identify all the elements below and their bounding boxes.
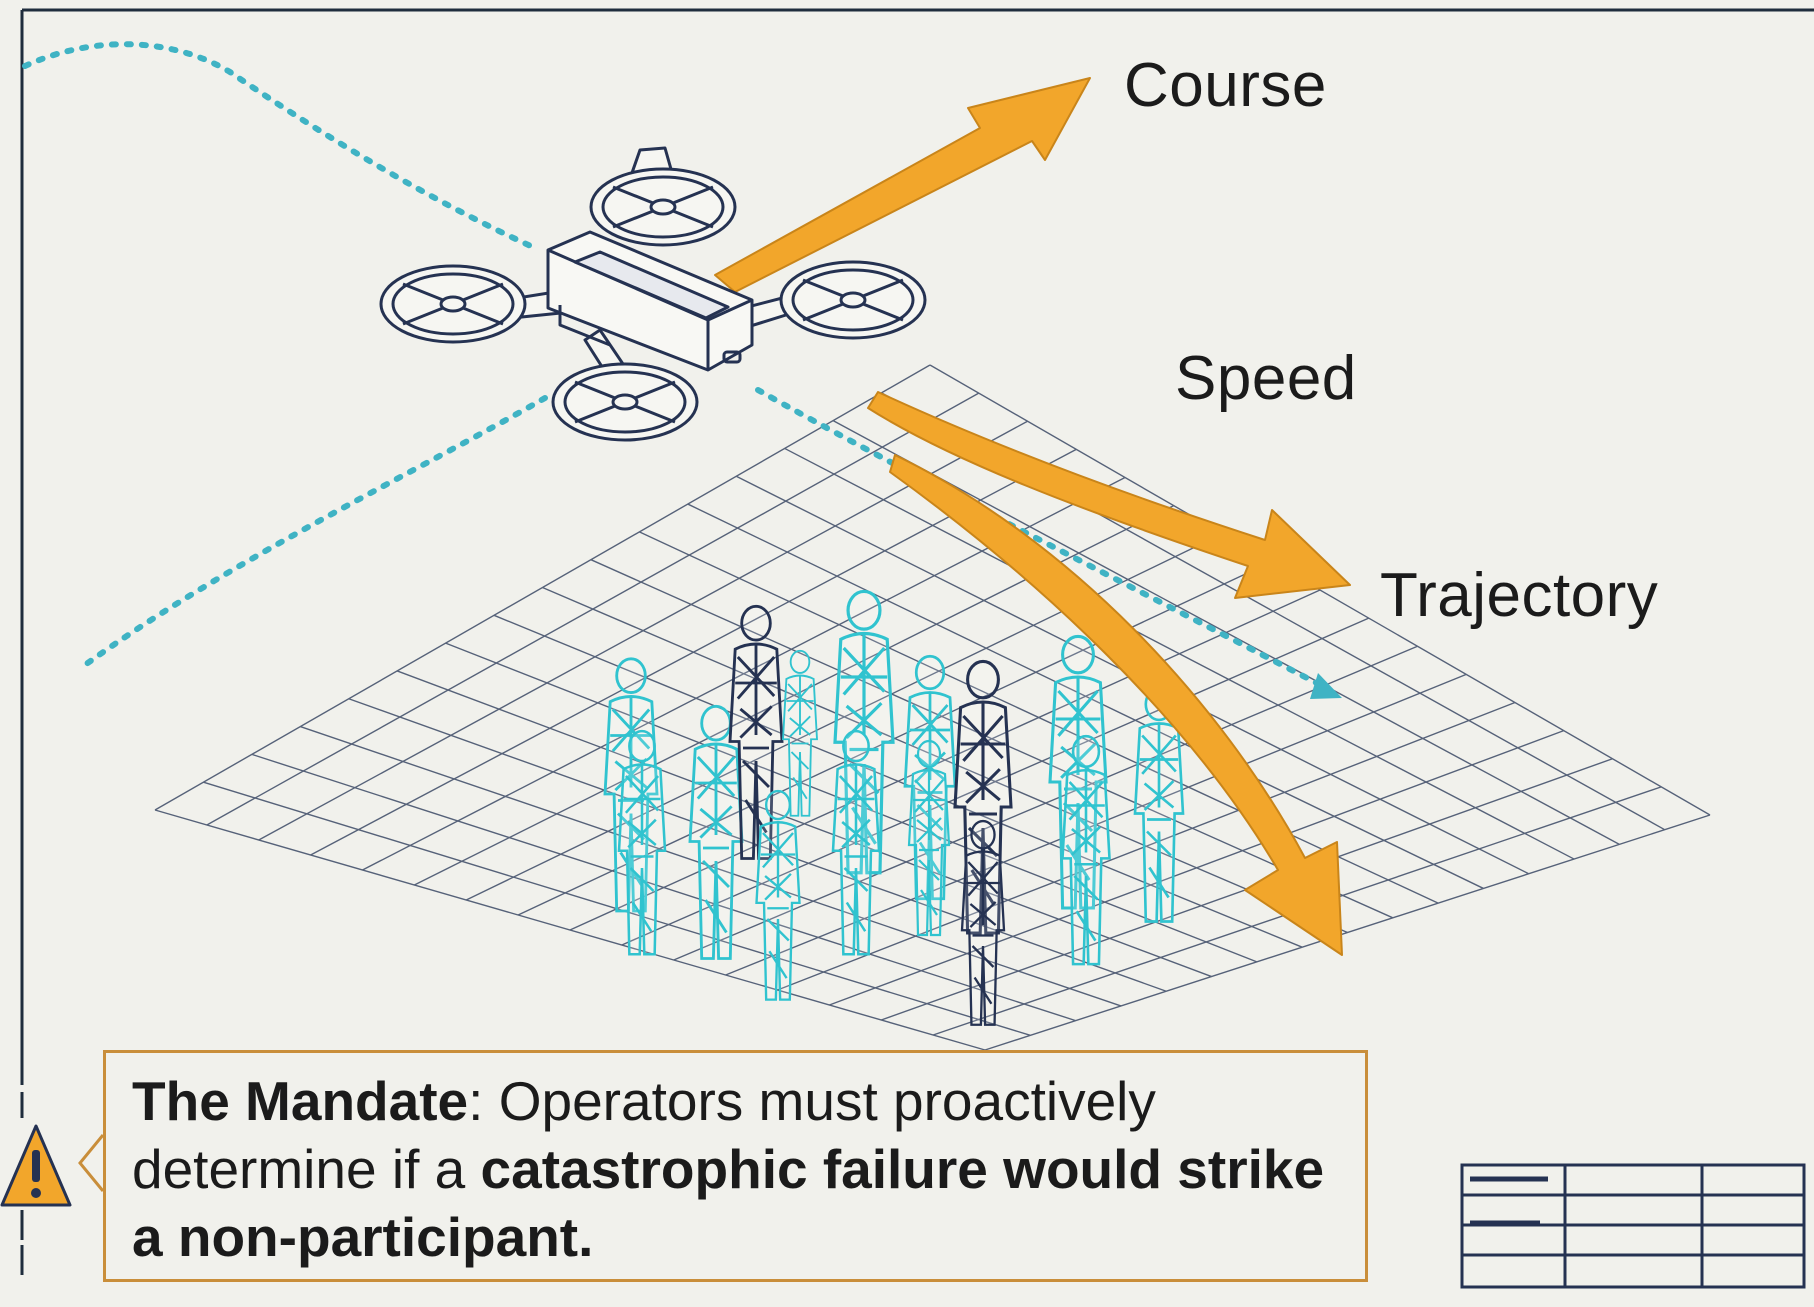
drawing-title-block-icon [1460,1163,1806,1289]
grid-line [673,645,1418,961]
mandate-heading: The Mandate [132,1070,469,1132]
mandate-separator: : [468,1070,499,1132]
grid-line [829,729,1564,1006]
grid-line [984,814,1711,1051]
course-label: Course [1124,51,1327,120]
grid-line [251,753,1076,1022]
trajectory-arrow [889,454,1343,956]
callout-pointer [78,1134,105,1192]
mandate-callout: The Mandate: Operators must proactively … [103,1050,1368,1282]
drone-icon [379,146,927,442]
grid-line [154,809,986,1051]
mandate-emphasis: catastrophic failure would strike a non-… [132,1138,1325,1268]
page-frame [20,8,1814,1275]
mandate-text: Operators must proactively determine if … [132,1070,1156,1200]
flight-path [22,41,1333,693]
person-figure [781,649,819,817]
course-arrow [714,77,1091,293]
speed-label: Speed [1175,344,1357,413]
trajectory-label: Trajectory [1380,561,1659,630]
warning-triangle-icon [0,1092,72,1240]
speed-arrow [867,391,1351,599]
flight-path-arrowhead [1310,673,1342,699]
